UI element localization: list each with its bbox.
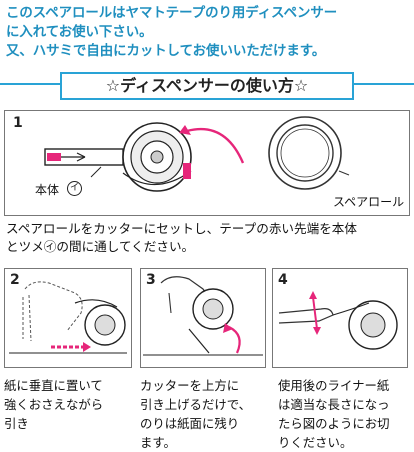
step-2-caption: 紙に垂直に置いて 強くおさえながら 引き (4, 376, 103, 433)
step-3-caption-line: のりは紙面に残り (140, 416, 240, 431)
arrow-head-icon (179, 125, 191, 135)
intro-line-1: このスペアロールはヤマトテープのり用ディスペンサー (6, 6, 338, 21)
intro-text: このスペアロールはヤマトテープのり用ディスペンサー に入れてお使い下さい。 又、… (6, 4, 410, 61)
step-3-number: 3 (146, 272, 156, 288)
dispenser-illustration (44, 122, 192, 192)
step-2-caption-line: 紙に垂直に置いて (4, 378, 103, 393)
banner-title: ☆ディスペンサーの使い方☆ (60, 72, 354, 100)
step-2-number: 2 (10, 272, 20, 288)
step-1-panel: 1 本体 イ スペアロール (4, 110, 410, 216)
step-1-number: 1 (13, 115, 23, 131)
step-3-caption: カッターを上方に 引き上げるだけで、 のりは紙面に残り ます。 (140, 376, 251, 452)
step-4-caption-line: りください。 (278, 435, 353, 450)
step-3-caption-line: 引き上げるだけで、 (140, 397, 252, 412)
step-1-illustration (44, 116, 350, 192)
step-4-caption-line: たら図のようにお切 (278, 416, 390, 431)
step-3-illustration (143, 276, 263, 356)
step-2-caption-line: 引き (4, 416, 29, 431)
body-label: 本体 (35, 183, 60, 197)
step-2-illustration (9, 281, 127, 354)
step-3-panel: 3 (140, 268, 266, 368)
instruction-text: スペアロールをカッターにセットし、テープの赤い先端を本体 とツメ㋑の間に通してく… (6, 220, 410, 256)
step-4-number: 4 (278, 272, 288, 288)
step-4-caption: 使用後のライナー紙 は適当な長さになっ たら図のようにお切 りください。 (278, 376, 390, 452)
instruction-line-1: スペアロールをカッターにセットし、テープの赤い先端を本体 (6, 221, 357, 236)
tsume-label: イ (67, 181, 82, 196)
intro-line-2: に入れてお使い下さい。 (6, 25, 153, 40)
step-4-panel: 4 (272, 268, 408, 368)
step-3-caption-line: ます。 (140, 435, 176, 450)
step-4-caption-line: 使用後のライナー紙 (278, 378, 390, 393)
spare-roll-illustration (268, 116, 350, 190)
intro-line-3: 又、ハサミで自由にカットしてお使いいただけます。 (6, 44, 326, 59)
step-2-caption-line: 強くおさえながら (4, 397, 104, 412)
step-4-illustration (278, 291, 398, 350)
step-3-caption-line: カッターを上方に (140, 378, 240, 393)
step-2-panel: 2 (4, 268, 132, 368)
step-4-caption-line: は適当な長さになっ (278, 397, 390, 412)
section-banner: ☆ディスペンサーの使い方☆ (0, 70, 414, 100)
spare-roll-label: スペアロール (333, 195, 405, 209)
instruction-line-2: とツメ㋑の間に通してください。 (6, 239, 195, 254)
